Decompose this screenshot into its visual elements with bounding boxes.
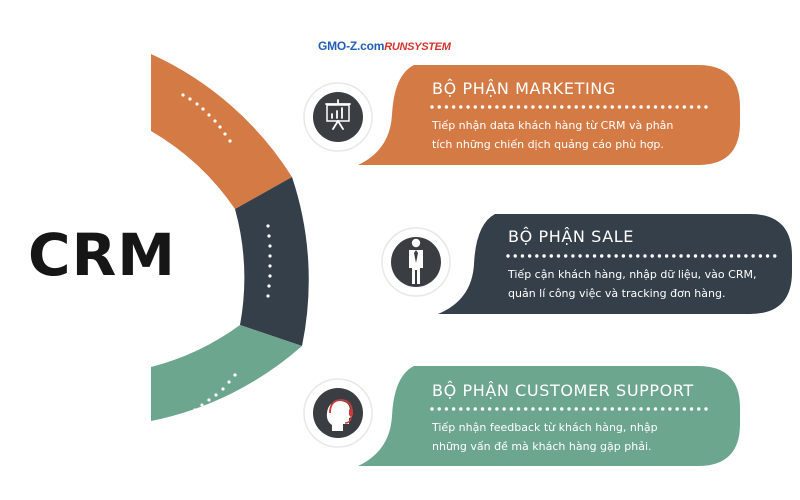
headset-support-icon [326,399,353,431]
support-title: BỘ PHẬN CUSTOMER SUPPORT [432,381,694,400]
support-card-shape [358,366,740,466]
crm-title: CRM [28,221,176,289]
marketing-card-shape [358,65,740,165]
sale-card-shape [438,214,792,314]
marketing-description-line-1: Tiếp nhận data khách hàng từ CRM và phân [432,119,674,132]
support-description-line-2: những vấn đề mà khách hàng gặp phải. [432,440,652,453]
arc-segment-support [151,325,302,421]
marketing-description: Tiếp nhận data khách hàng từ CRM và phân… [432,116,673,154]
support-description-line-1: Tiếp nhận feedback từ khách hàng, nhập [432,421,658,434]
support-description: Tiếp nhận feedback từ khách hàng, nhập n… [432,418,658,456]
marketing-description-line-2: tích những chiến dịch quảng cáo phù hợp. [432,138,664,151]
support-icon-badge [303,378,373,448]
sale-description-line-2: quản lí công việc và tracking đơn hàng. [508,287,726,300]
sale-title: BỘ PHẬN SALE [508,227,634,246]
businessman-icon [409,238,423,284]
marketing-title: BỘ PHẬN MARKETING [432,79,616,98]
arc-dots-marketing [181,93,232,143]
sale-description: Tiếp cận khách hàng, nhập dữ liệu, vào C… [508,265,756,303]
sale-icon-badge [381,227,451,297]
department-card-sale [381,214,792,314]
arc-segment-sale [235,177,309,346]
sale-description-line-1: Tiếp cận khách hàng, nhập dữ liệu, vào C… [508,268,757,281]
presentation-chart-icon [325,99,351,130]
arc-dots-support [186,373,237,416]
logo-primary-text: GMO-Z.com [318,39,385,53]
department-card-marketing [303,65,740,165]
arc-dots-sale [266,224,272,298]
department-card-support [303,366,740,466]
gmo-runsystem-logo: GMO-Z.com RUNSYSTEM [318,39,451,53]
arc-segment-marketing [151,54,292,209]
logo-secondary-text: RUNSYSTEM [384,41,451,53]
marketing-icon-badge [303,82,373,152]
